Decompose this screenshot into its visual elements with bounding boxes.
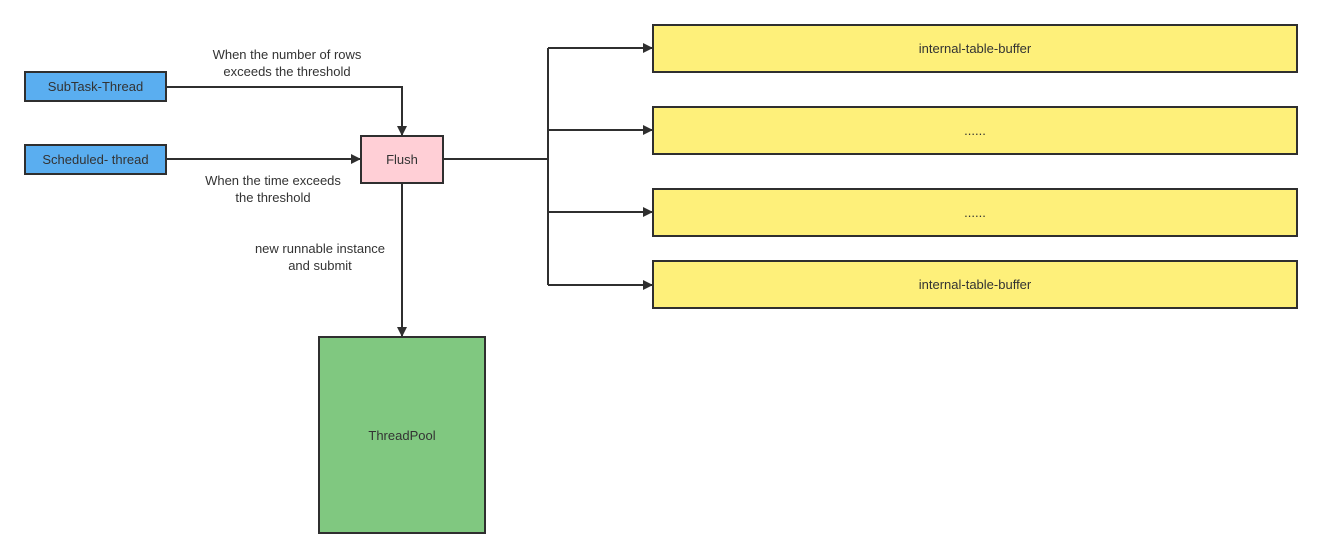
rows-threshold-line-2: exceeds the threshold	[223, 64, 351, 79]
submit-line-1: new runnable instance	[254, 241, 386, 256]
subtask-thread-node: SubTask-Thread	[24, 71, 167, 102]
flush-label: Flush	[386, 152, 418, 167]
scheduled-thread-node: Scheduled- thread	[24, 144, 167, 175]
subtask-thread-label: SubTask-Thread	[47, 79, 144, 94]
rows-threshold-label: When the number of rows exceeds the thre…	[182, 46, 392, 80]
submit-label: new runnable instance and submit	[240, 240, 400, 274]
submit-line-2: and submit	[288, 258, 352, 273]
time-threshold-line-1: When the time exceeds	[205, 173, 341, 188]
buffer-node-2: ......	[652, 106, 1298, 155]
buffer-label-1: internal-table-buffer	[918, 41, 1032, 56]
buffer-node-3: ......	[652, 188, 1298, 237]
time-threshold-label: When the time exceeds the threshold	[182, 172, 364, 206]
buffer-label-2: ......	[964, 123, 986, 138]
time-threshold-line-2: the threshold	[235, 190, 311, 205]
threadpool-node: ThreadPool	[318, 336, 486, 534]
flush-node: Flush	[360, 135, 444, 184]
rows-threshold-line-1: When the number of rows	[212, 47, 362, 62]
buffer-label-4: internal-table-buffer	[918, 277, 1032, 292]
buffer-label-3: ......	[964, 205, 986, 220]
scheduled-thread-label: Scheduled- thread	[42, 152, 149, 167]
buffer-node-4: internal-table-buffer	[652, 260, 1298, 309]
edge-subtask-to-flush	[167, 86, 407, 136]
threadpool-label: ThreadPool	[368, 427, 436, 443]
buffer-node-1: internal-table-buffer	[652, 24, 1298, 73]
